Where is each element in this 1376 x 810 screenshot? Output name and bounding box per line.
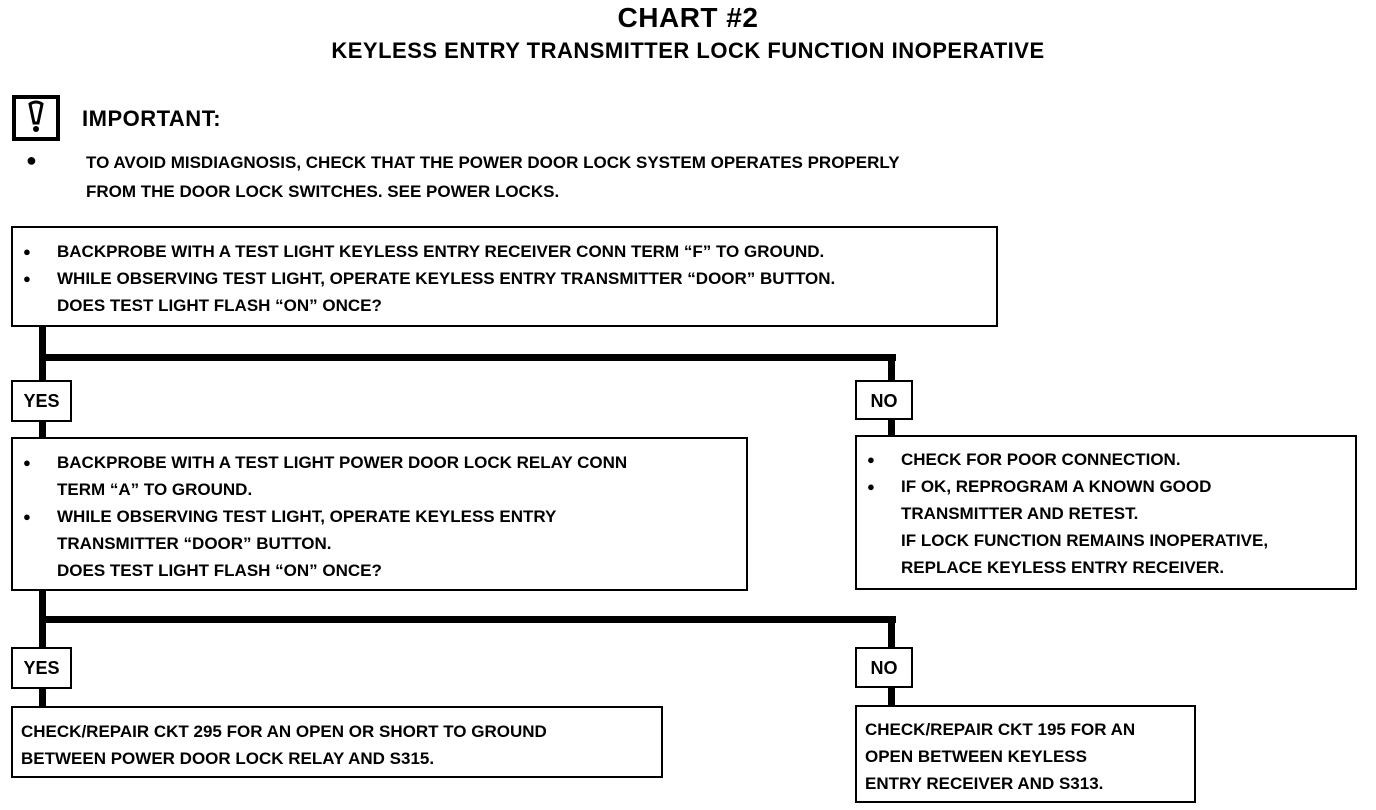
note-line: FROM THE DOOR LOCK SWITCHES. SEE POWER L… [86,182,560,201]
step2-question: DOES TEST LIGHT FLASH “ON” ONCE? [57,561,382,580]
step1-bullet: BACKPROBE WITH A TEST LIGHT KEYLESS ENTR… [13,238,996,265]
connector-line [888,616,895,647]
connector-line [39,354,896,361]
no2-result-box: CHECK/REPAIR CKT 195 FOR AN OPEN BETWEEN… [855,705,1196,803]
note-line: TO AVOID MISDIAGNOSIS, CHECK THAT THE PO… [86,153,900,172]
step2-text: BACKPROBE WITH A TEST LIGHT POWER DOOR L… [57,453,628,472]
chart-title: CHART #2 [617,2,759,33]
no-label: NO [855,380,913,420]
step2-box: BACKPROBE WITH A TEST LIGHT POWER DOOR L… [11,437,748,591]
chart-subtitle: KEYLESS ENTRY TRANSMITTER LOCK FUNCTION … [331,38,1045,63]
important-note: TO AVOID MISDIAGNOSIS, CHECK THAT THE PO… [86,148,1136,206]
connector-line [888,354,895,380]
step2-text: WHILE OBSERVING TEST LIGHT, OPERATE KEYL… [57,507,557,526]
yes2-text: BETWEEN POWER DOOR LOCK RELAY AND S315. [21,749,435,768]
yes-label: YES [11,647,72,689]
no2-text: CHECK/REPAIR CKT 195 FOR AN [865,720,1136,739]
no1-bullet: IF OK, REPROGRAM A KNOWN GOOD TRANSMITTE… [857,473,1355,581]
no1-result-box: CHECK FOR POOR CONNECTION. IF OK, REPROG… [855,435,1357,590]
no-label: NO [855,647,913,688]
caution-icon [12,95,60,141]
no1-text: REPLACE KEYLESS ENTRY RECEIVER. [901,558,1225,577]
connector-line [39,327,46,380]
step2-bullet: WHILE OBSERVING TEST LIGHT, OPERATE KEYL… [13,503,746,557]
no2-text: ENTRY RECEIVER AND S313. [865,774,1104,793]
connector-line [39,689,46,706]
connector-line [39,616,896,623]
step1-bullet: WHILE OBSERVING TEST LIGHT, OPERATE KEYL… [13,265,996,292]
connector-line [888,420,895,435]
step2-text: TRANSMITTER “DOOR” BUTTON. [57,534,332,553]
no1-text: IF LOCK FUNCTION REMAINS INOPERATIVE, [901,531,1269,550]
step2-bullet: BACKPROBE WITH A TEST LIGHT POWER DOOR L… [13,449,746,503]
yes2-text: CHECK/REPAIR CKT 295 FOR AN OPEN OR SHOR… [21,722,547,741]
note-bullet-icon: ● [26,150,37,170]
step2-text: TERM “A” TO GROUND. [57,480,253,499]
connector-line [888,688,895,705]
no2-text: OPEN BETWEEN KEYLESS [865,747,1087,766]
no1-text: TRANSMITTER AND RETEST. [901,504,1139,523]
connector-line [39,422,46,437]
step1-question: DOES TEST LIGHT FLASH “ON” ONCE? [57,296,382,315]
yes2-result-box: CHECK/REPAIR CKT 295 FOR AN OPEN OR SHOR… [11,706,663,778]
no1-text: IF OK, REPROGRAM A KNOWN GOOD [901,477,1212,496]
yes-label: YES [11,380,72,422]
important-label: IMPORTANT: [82,106,222,131]
step1-box: BACKPROBE WITH A TEST LIGHT KEYLESS ENTR… [11,226,998,327]
no1-bullet: CHECK FOR POOR CONNECTION. [857,446,1355,473]
